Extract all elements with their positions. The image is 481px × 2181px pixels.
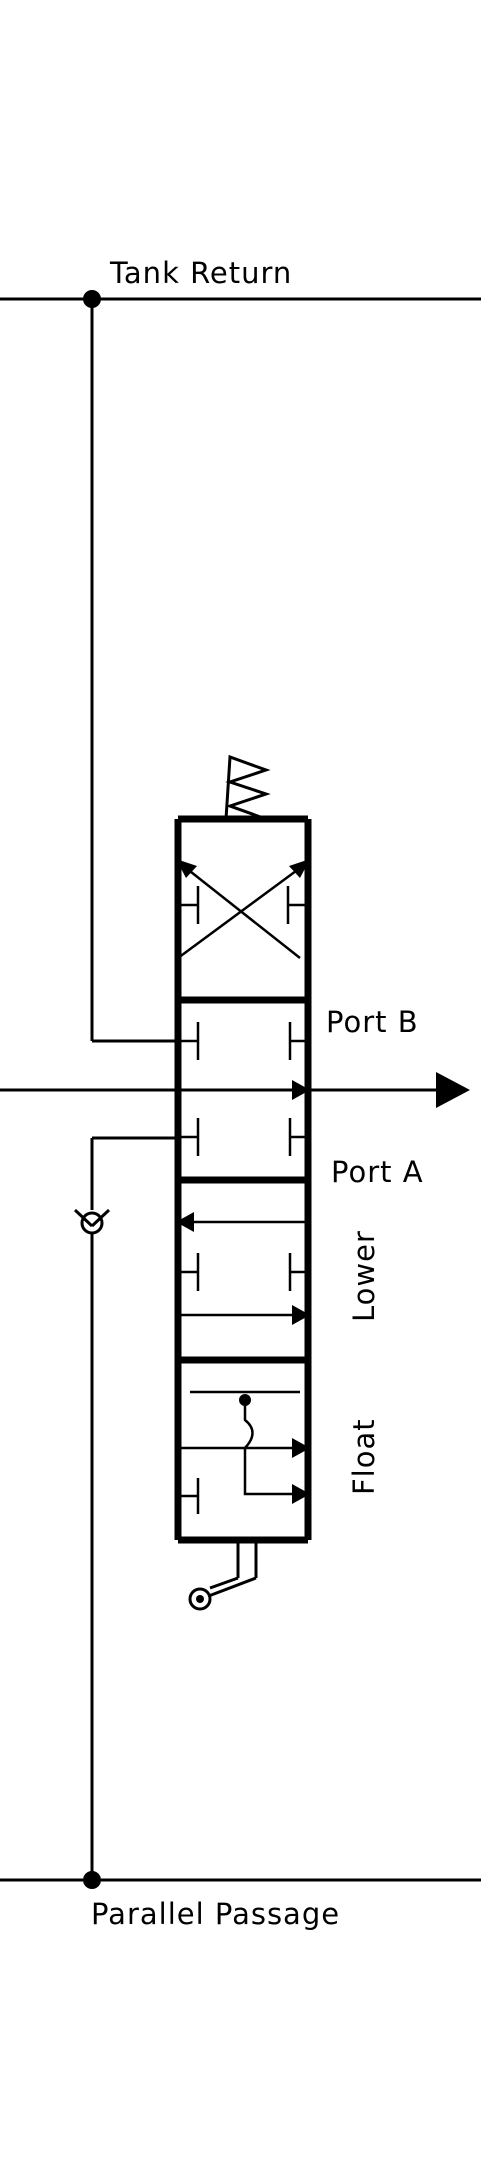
valve-section-neutral [178, 1022, 310, 1156]
valve-body [174, 815, 312, 1544]
lever-handle-icon [188, 1543, 258, 1611]
tank-return-label: Tank Return [109, 256, 292, 290]
lower-label: Lower [347, 1230, 381, 1322]
flow-arrow-icon [436, 1072, 470, 1108]
check-valve-icon [73, 1208, 111, 1235]
port-a-label: Port A [331, 1155, 424, 1189]
valve-section-cross [176, 859, 310, 960]
float-label: Float [347, 1418, 381, 1495]
valve-section-lower [176, 1212, 310, 1325]
port-b-label: Port B [326, 1005, 419, 1039]
valve-section-float [178, 1390, 310, 1514]
parallel-passage-label: Parallel Passage [91, 1897, 340, 1931]
tank-return-line [0, 290, 481, 1043]
parallel-passage-line [0, 1136, 481, 1889]
spring-icon [224, 754, 271, 821]
